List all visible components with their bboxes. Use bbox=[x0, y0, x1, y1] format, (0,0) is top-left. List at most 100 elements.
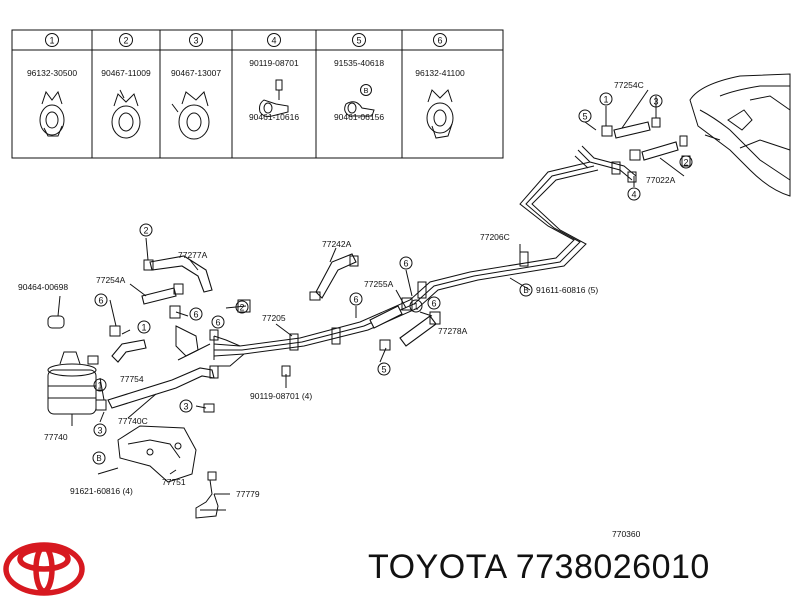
callout-6-mid: 6 bbox=[399, 256, 413, 270]
canister-77740 bbox=[47, 315, 107, 415]
hose-77278A bbox=[379, 311, 441, 351]
svg-text:6: 6 bbox=[431, 299, 436, 309]
label-77255A: 77255A bbox=[364, 279, 394, 289]
table-col-2-part: 90467-11009 bbox=[101, 68, 151, 78]
table-col-4-number: 4 bbox=[267, 33, 281, 47]
svg-text:B: B bbox=[523, 286, 528, 295]
table-col-3-part: 90467-13007 bbox=[171, 68, 221, 78]
hose-77255A bbox=[369, 297, 413, 329]
svg-text:6: 6 bbox=[193, 310, 198, 320]
label-77254A: 77254A bbox=[96, 275, 126, 285]
table-col-4-part2: 90461-10616 bbox=[249, 112, 299, 122]
label-77779: 77779 bbox=[236, 489, 260, 499]
clip-1-icon bbox=[39, 90, 65, 137]
clip-4-icon bbox=[259, 79, 289, 117]
svg-text:6: 6 bbox=[215, 318, 220, 328]
table-col-4-part: 90119-08701 bbox=[249, 58, 299, 68]
label-90119-08701: 90119-08701 (4) bbox=[250, 391, 312, 401]
svg-text:5: 5 bbox=[356, 36, 361, 46]
callout-b-left: B bbox=[92, 451, 106, 465]
svg-text:4: 4 bbox=[271, 36, 276, 46]
hose-77022A bbox=[629, 135, 691, 167]
callout-1-mid: 1 bbox=[409, 299, 423, 313]
diagram-code: 770360 bbox=[612, 529, 641, 539]
clip-3-icon bbox=[171, 91, 210, 140]
callout-5-lower: 5 bbox=[377, 362, 391, 376]
callout-2-bracket: 2 bbox=[235, 300, 249, 314]
table-col-1-number: 1 bbox=[45, 33, 59, 47]
bracket-77779 bbox=[195, 471, 226, 519]
label-77242A: 77242A bbox=[322, 239, 352, 249]
svg-text:6: 6 bbox=[437, 36, 442, 46]
label-77254C: 77254C bbox=[614, 80, 644, 90]
callout-4-right: 4 bbox=[627, 187, 641, 201]
table-col-1-part: 96132-30500 bbox=[27, 68, 77, 78]
table-col-6-number: 6 bbox=[433, 33, 447, 47]
hose-77254C bbox=[601, 117, 661, 139]
callout-6-bracket-2: 6 bbox=[211, 315, 225, 329]
svg-text:2: 2 bbox=[239, 303, 244, 313]
svg-text:6: 6 bbox=[353, 295, 358, 305]
pipe-bundle bbox=[213, 145, 637, 367]
toyota-logo bbox=[3, 542, 85, 596]
svg-text:3: 3 bbox=[193, 36, 198, 46]
callout-3-bracket: 3 bbox=[179, 399, 193, 413]
label-77278A: 77278A bbox=[438, 326, 468, 336]
callout-3-canister: 3 bbox=[93, 423, 107, 437]
callout-2-left-top: 2 bbox=[139, 223, 153, 237]
clip-5-icon bbox=[344, 101, 375, 117]
svg-text:2: 2 bbox=[143, 226, 148, 236]
label-77740: 77740 bbox=[44, 432, 68, 442]
svg-text:1: 1 bbox=[97, 381, 102, 391]
table-col-5-part: 91535-40618 bbox=[334, 58, 384, 68]
svg-text:6: 6 bbox=[98, 296, 103, 306]
callout-6-hose-lower: 6 bbox=[353, 319, 358, 329]
label-91611-60816: 91611-60816 (5) bbox=[536, 285, 598, 295]
callout-1-canister: 1 bbox=[93, 378, 107, 392]
callout-6-hose-right: 6 bbox=[427, 296, 441, 310]
svg-text:5: 5 bbox=[582, 112, 587, 122]
svg-text:5: 5 bbox=[381, 365, 386, 375]
svg-text:3: 3 bbox=[183, 402, 188, 412]
label-91621-60816: 91621-60816 (4) bbox=[70, 486, 133, 496]
table-col-5-part2: 90461-06156 bbox=[334, 112, 384, 122]
svg-text:1: 1 bbox=[49, 36, 54, 46]
svg-text:1: 1 bbox=[413, 302, 418, 312]
svg-text:3: 3 bbox=[653, 97, 658, 107]
table-col-5-number: 5 bbox=[352, 33, 366, 47]
clip-2-icon bbox=[111, 89, 141, 139]
brand-title: TOYOTA 7738026010 bbox=[368, 548, 710, 586]
hose-77754 bbox=[109, 325, 147, 363]
callout-1-top: 1 bbox=[599, 92, 613, 106]
leader-lines bbox=[57, 89, 685, 495]
hose-77277A bbox=[143, 255, 213, 293]
label-77206C: 77206C bbox=[480, 232, 510, 242]
callout-5-top: 5 bbox=[578, 109, 592, 123]
label-77277A: 77277A bbox=[178, 250, 208, 260]
label-77740C: 77740C bbox=[118, 416, 148, 426]
svg-text:B: B bbox=[363, 86, 368, 95]
hose-77242A bbox=[309, 253, 359, 301]
hose-77254A bbox=[141, 283, 184, 305]
label-77022A: 77022A bbox=[646, 175, 676, 185]
svg-text:2: 2 bbox=[683, 158, 688, 168]
table-col-3-number: 3 bbox=[189, 33, 203, 47]
svg-text:4: 4 bbox=[631, 190, 636, 200]
clip-table: 1 2 3 4 5 6 96132-30500 90467-11009 9046… bbox=[11, 29, 504, 159]
label-90464-00698: 90464-00698 bbox=[18, 282, 68, 292]
svg-text:1: 1 bbox=[141, 323, 146, 333]
label-77205: 77205 bbox=[262, 313, 286, 323]
svg-text:2: 2 bbox=[123, 36, 128, 46]
callout-b-right: B bbox=[519, 283, 533, 297]
callout-2-right: 2 bbox=[679, 155, 693, 169]
callout-1-left: 1 bbox=[137, 320, 151, 334]
pipe-clamps bbox=[289, 161, 637, 351]
bracket-parts bbox=[169, 299, 291, 377]
table-col-2-number: 2 bbox=[119, 33, 133, 47]
table-col-5-letter: B bbox=[360, 84, 372, 96]
clip-6-icon bbox=[426, 89, 454, 139]
callout-6-left: 6 bbox=[94, 293, 108, 307]
label-77751: 77751 bbox=[162, 477, 186, 487]
svg-text:B: B bbox=[96, 454, 101, 463]
